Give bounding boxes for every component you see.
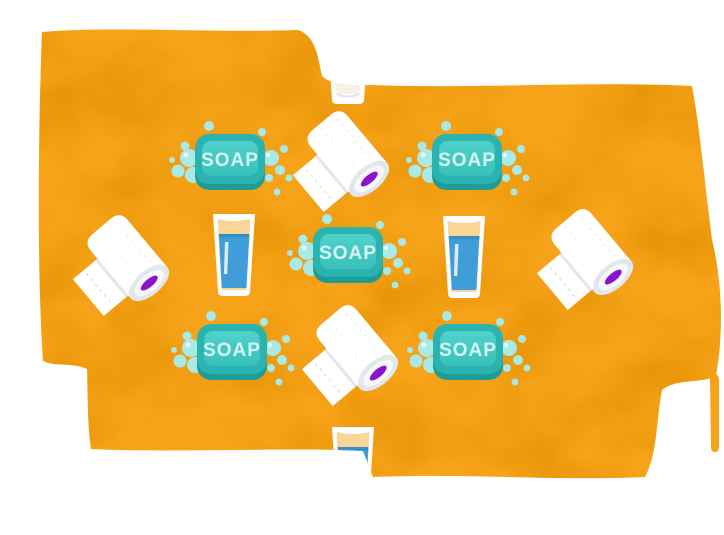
water-glass-icon-bottom-partial [332, 427, 374, 479]
water-glass-icon-left [213, 214, 255, 296]
water-glass-icon-top-partial [326, 29, 370, 105]
water-glass-icon-right [443, 216, 485, 298]
